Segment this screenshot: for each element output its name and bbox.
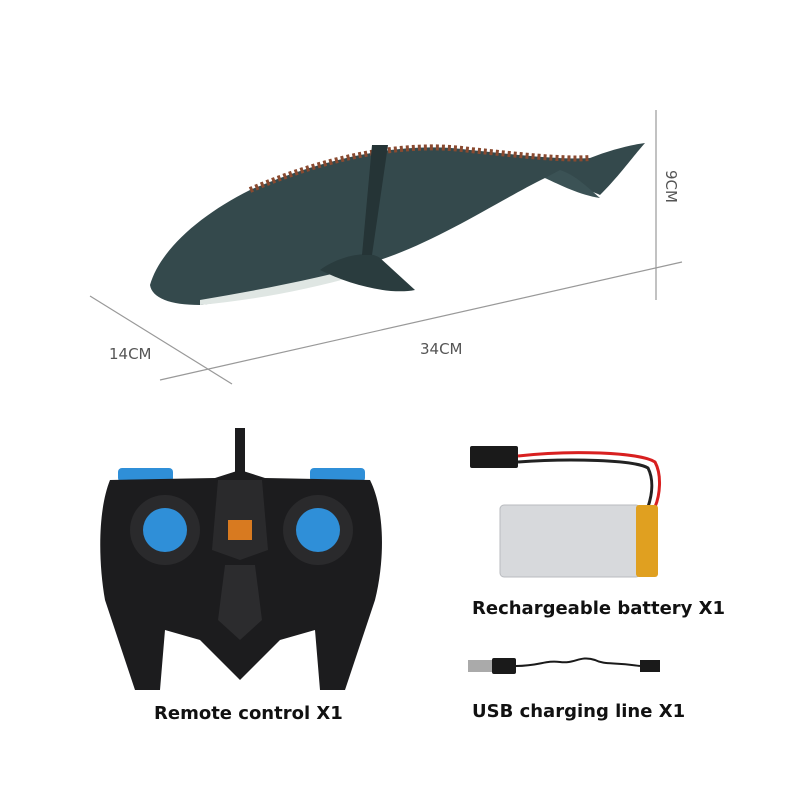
remote-control (100, 428, 382, 690)
dimension-lines (89, 110, 683, 385)
remote-control-caption: Remote control X1 (154, 703, 343, 724)
length-label: 34CM (420, 340, 463, 358)
depth-line (89, 295, 233, 385)
height-label: 9CM (662, 170, 680, 203)
depth-label: 14CM (109, 345, 152, 363)
battery-caption: Rechargeable battery X1 (472, 598, 726, 619)
battery (470, 446, 661, 578)
usb-cable (468, 657, 660, 674)
mosasaur-toy (150, 143, 645, 305)
length-line (159, 261, 683, 381)
usb-cable-caption: USB charging line X1 (472, 701, 686, 722)
